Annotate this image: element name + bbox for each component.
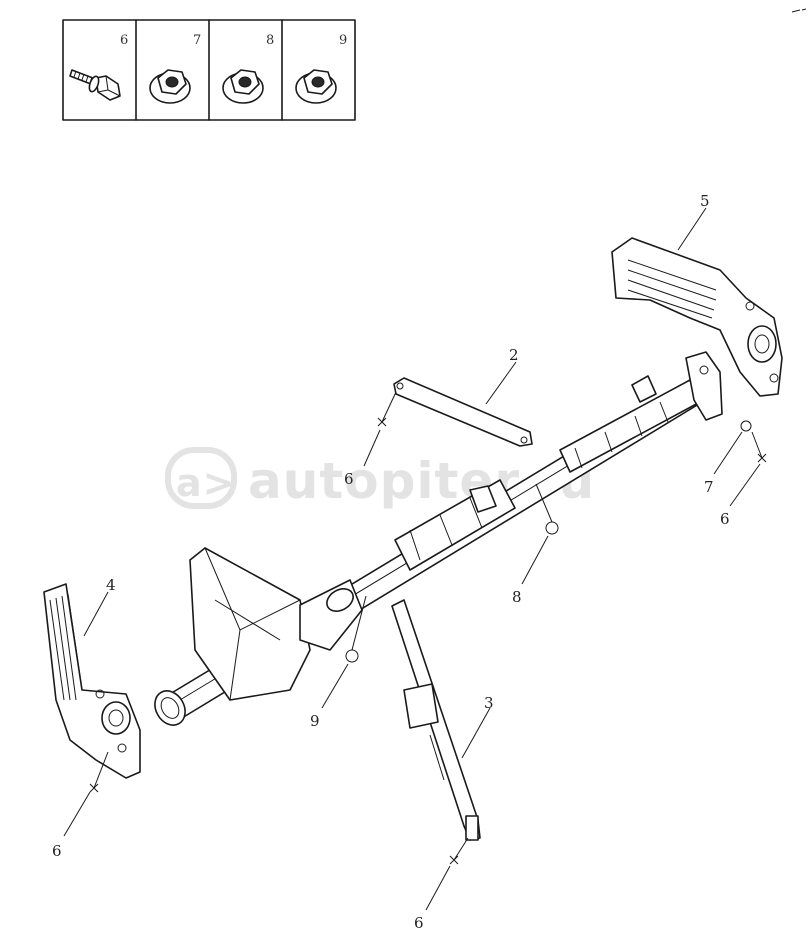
legend-num-7: 7: [193, 33, 201, 48]
callout-6-left-bracket: 6: [52, 842, 62, 860]
legend-num-9: 9: [339, 33, 347, 48]
nut-marker-9: [345, 649, 359, 663]
bolt-marker-lower-strut: [449, 837, 469, 865]
legend-num-6: 6: [120, 33, 128, 48]
flange-nut-icon: [295, 69, 337, 104]
bolt-marker-upper-brace: [377, 391, 397, 427]
flange-nut-icon: [149, 69, 191, 104]
part-2-upper-brace: [393, 377, 533, 447]
part-4-left-bracket: [43, 583, 141, 779]
flange-nut-icon: [222, 69, 264, 104]
callout-8: 8: [512, 588, 522, 606]
bolt-marker-right-bracket: [751, 431, 767, 463]
nut-marker-8: [545, 521, 559, 535]
callout-6-lower-strut: 6: [414, 914, 424, 932]
callout-7: 7: [704, 478, 714, 496]
callout-6-upper-brace: 6: [344, 470, 354, 488]
corner-mark: [791, 8, 807, 13]
bolt-icon: [69, 69, 121, 101]
callout-6-right-bracket: 6: [720, 510, 730, 528]
legend-num-8: 8: [266, 33, 274, 48]
cross-car-beam: [154, 351, 723, 726]
bolt-marker-left-bracket: [89, 751, 109, 793]
callout-leaders: [63, 207, 761, 911]
part-5-right-bracket: [611, 237, 783, 397]
fastener-legend: 6 7 8 9: [62, 19, 356, 121]
part-3-lower-strut: [391, 599, 481, 841]
callout-9: 9: [310, 712, 320, 730]
callout-4: 4: [106, 576, 116, 594]
nut-marker-7: [740, 420, 752, 432]
callout-2: 2: [509, 346, 519, 364]
callout-3: 3: [484, 694, 494, 712]
callout-5: 5: [700, 192, 710, 210]
fastener-markers: [89, 391, 767, 865]
watermark-logo: a>: [176, 461, 235, 505]
callout-numbers: 2 3 4 5 6 6 6 6 7 8 9: [52, 192, 730, 932]
